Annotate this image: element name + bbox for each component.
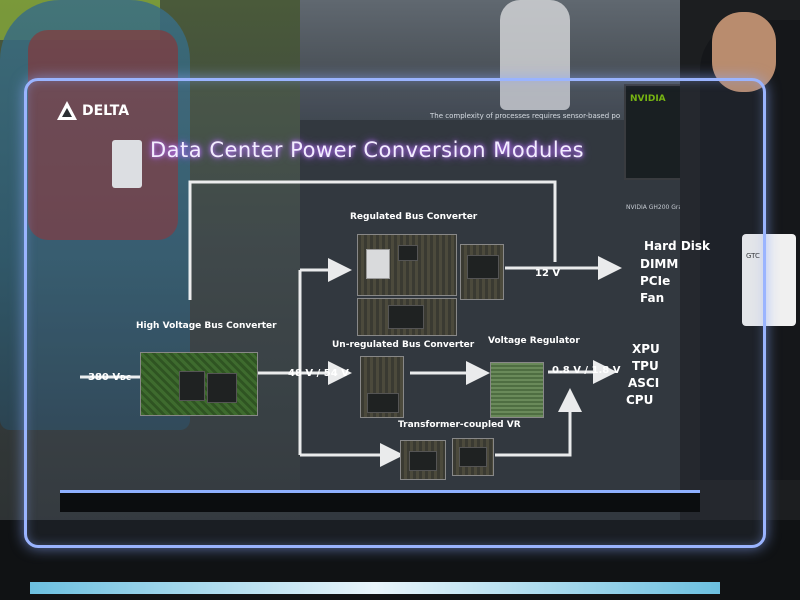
label-transformer-coupled-vr: Transformer-coupled VR xyxy=(398,420,521,430)
person-left-badge xyxy=(112,140,142,188)
transformer-coupled-vr-board-right xyxy=(452,438,494,476)
flow-line-top-loop xyxy=(188,180,557,300)
load-hard-disk: Hard Disk xyxy=(644,239,711,253)
regulated-module-ic xyxy=(398,245,418,261)
load-pcie: PCIe xyxy=(640,274,671,288)
regulated-side-ic xyxy=(467,255,499,279)
panel-stand xyxy=(60,490,700,512)
panel-title: Data Center Power Conversion Modules xyxy=(150,138,585,162)
background-nvidia-caption: NVIDIA GH200 Grace H xyxy=(626,204,696,211)
load-fan: Fan xyxy=(640,291,665,305)
unregulated-ic xyxy=(367,393,399,413)
background-banner-text: The complexity of processes requires sen… xyxy=(430,112,621,120)
badge-event-label: GTC xyxy=(746,252,760,260)
regulated-module-label-chip xyxy=(366,249,390,279)
regulated-lower-ic xyxy=(388,305,424,329)
flow-line-transformer-up xyxy=(495,388,582,457)
label-12v: 12 V xyxy=(535,268,561,279)
load-tpu: TPU xyxy=(632,359,659,373)
input-voltage-suffix: DC xyxy=(120,374,132,382)
hvbc-ic-right xyxy=(207,373,237,403)
tcvr-ic-left xyxy=(409,451,437,471)
label-unregulated-bus-converter: Un-regulated Bus Converter xyxy=(332,340,475,350)
regulated-bus-converter-board xyxy=(357,234,457,296)
delta-triangle-icon xyxy=(57,101,77,120)
label-voltage-regulator: Voltage Regulator xyxy=(488,336,580,346)
transformer-coupled-vr-board-left xyxy=(400,440,446,480)
hvbc-ic-left xyxy=(179,371,205,401)
label-regulated-bus-converter: Regulated Bus Converter xyxy=(350,212,478,222)
load-asci: ASCI xyxy=(628,376,660,390)
nvidia-logo: NVIDIA xyxy=(630,94,666,104)
delta-brand: DELTA xyxy=(56,100,129,122)
load-xpu: XPU xyxy=(632,342,660,356)
display-base-strip xyxy=(30,582,720,594)
person-left-vest xyxy=(28,30,178,240)
unregulated-bus-converter-board xyxy=(360,356,404,418)
load-cpu: CPU xyxy=(626,393,654,407)
label-input-voltage: 380 VDC xyxy=(88,372,131,383)
brand-name: DELTA xyxy=(82,103,130,119)
person-right-badge: GTC xyxy=(742,234,796,326)
background-robot-arm xyxy=(500,0,570,110)
tcvr-ic-right xyxy=(459,447,487,467)
voltage-regulator-board xyxy=(490,362,544,418)
label-high-voltage-bus-converter: High Voltage Bus Converter xyxy=(136,321,277,331)
regulated-lower-board xyxy=(357,298,457,336)
regulated-side-board xyxy=(460,244,504,300)
label-core-voltage: 0.8 V / 1.8 V xyxy=(552,365,621,376)
high-voltage-bus-converter-board xyxy=(140,352,258,416)
load-dimm: DIMM xyxy=(640,257,679,271)
input-voltage-value: 380 V xyxy=(88,372,121,383)
label-bus-voltage: 48 V / 54 V xyxy=(288,368,349,379)
